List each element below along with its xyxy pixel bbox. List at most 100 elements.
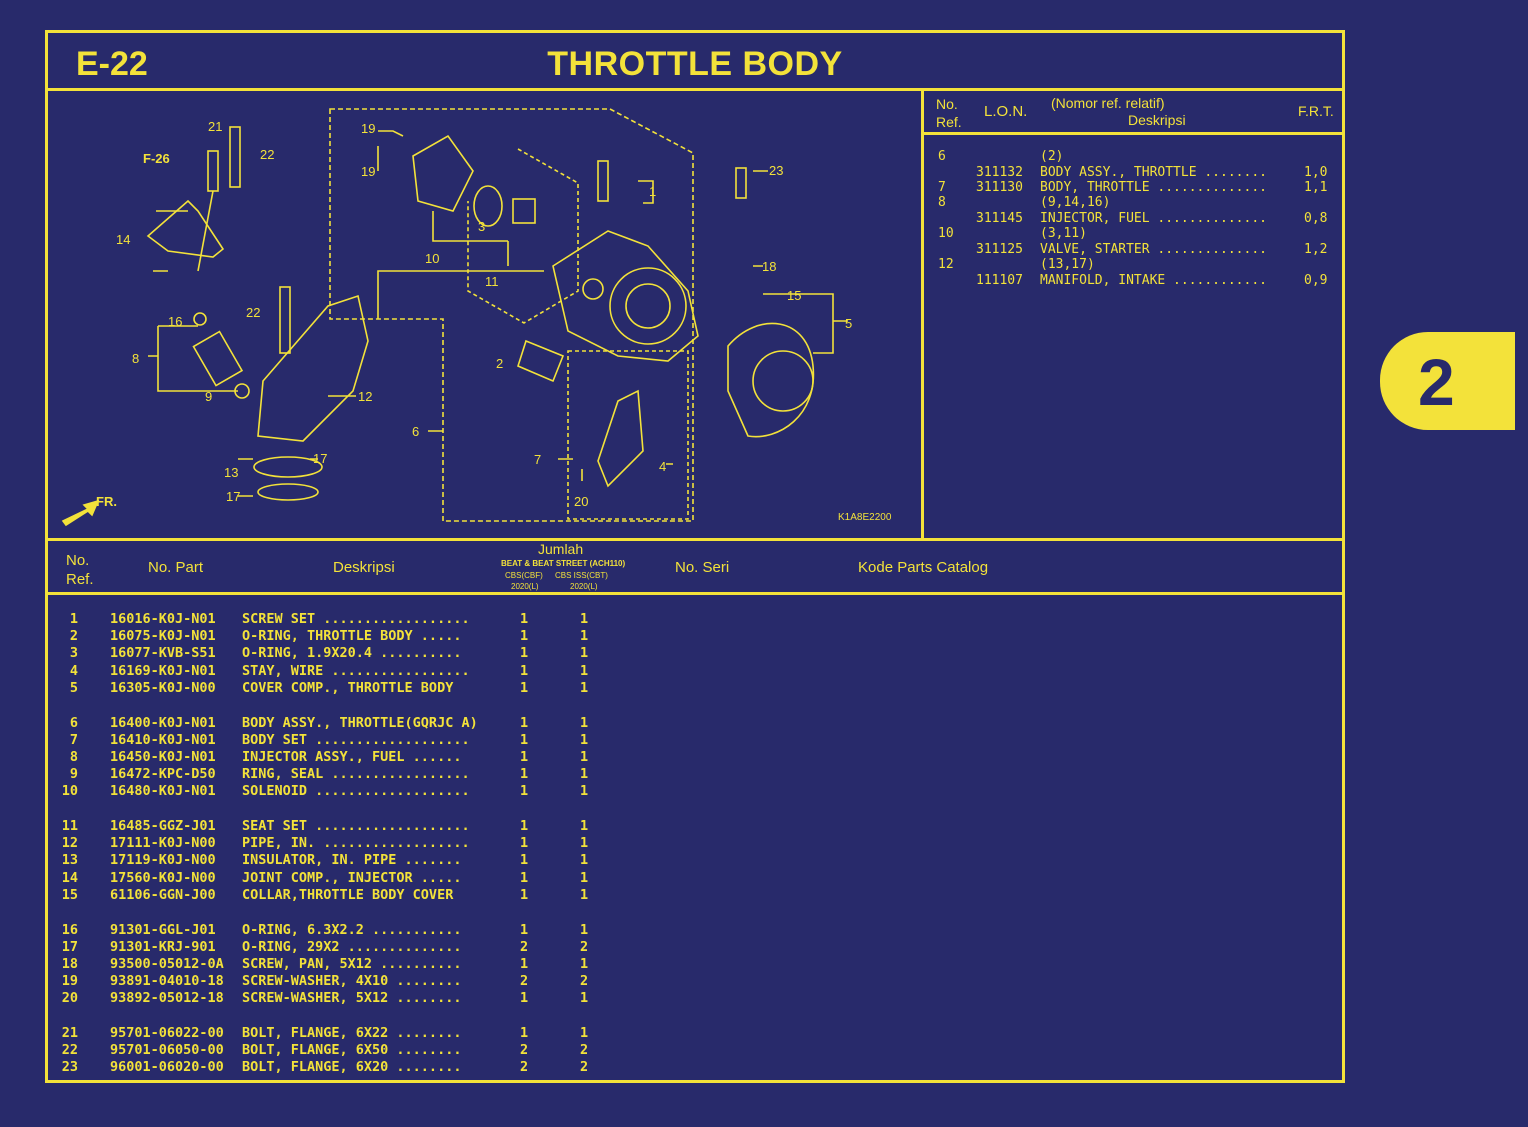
- part-q2: 1: [580, 1025, 589, 1041]
- part-q1: 1: [520, 818, 529, 834]
- diagram-callout: 5: [845, 316, 852, 331]
- part-desc: STAY, WIRE .................: [242, 662, 470, 679]
- part-q2: 1: [580, 611, 589, 627]
- part-q2: 1: [580, 731, 589, 748]
- part-q1: 1: [520, 990, 529, 1007]
- catalog-page-frame: E-22 THROTTLE BODY: [45, 30, 1345, 1083]
- part-desc: INSULATOR, IN. PIPE .......: [242, 852, 462, 869]
- part-q2: 1: [580, 886, 589, 903]
- lon-desc: (2): [1040, 149, 1064, 164]
- page-title: THROTTLE BODY: [547, 45, 843, 83]
- parts-header-col2: CBS ISS(CBT): [555, 571, 608, 580]
- diagram-callout: 17: [313, 451, 327, 466]
- part-part: 93891-04010-18: [110, 973, 224, 990]
- part-part: 17560-K0J-N00: [110, 869, 216, 886]
- part-q2: 2: [580, 1042, 589, 1059]
- part-q1: 1: [520, 628, 529, 645]
- part-q2: 2: [580, 973, 589, 990]
- part-q1: 1: [520, 748, 529, 765]
- part-desc: SEAT SET ...................: [242, 818, 470, 834]
- diagram-callout: 16: [168, 314, 182, 329]
- part-ref: 3: [69, 645, 78, 662]
- part-q1: 1: [520, 645, 529, 662]
- assembly-outline: [329, 108, 694, 522]
- diagram-callout: 23: [769, 163, 783, 178]
- part-desc: RING, SEAL .................: [242, 766, 470, 783]
- part-q1: 1: [520, 869, 529, 886]
- parts-header-catalog: Kode Parts Catalog: [858, 559, 989, 576]
- diagram-callout: 22: [246, 305, 260, 320]
- diagram-callout: 11: [485, 274, 499, 289]
- lon-frt: 0,9: [1304, 273, 1328, 288]
- part-ref: 13: [61, 852, 78, 869]
- diagram-callout: 20: [574, 494, 588, 509]
- part-q1: 2: [520, 1059, 529, 1076]
- part-part: 61106-GGN-J00: [110, 886, 216, 903]
- parts-header-year1: 2020(L): [511, 582, 539, 591]
- part-ref: 6: [69, 714, 78, 731]
- diagram-callout: 7: [534, 452, 541, 467]
- part-part: 16485-GGZ-J01: [110, 818, 216, 834]
- lon-frt: 1,1: [1304, 180, 1328, 195]
- lon-desc: (13,17): [1040, 257, 1095, 272]
- diagram-callout: 14: [116, 232, 130, 247]
- lon-lon: 311145: [976, 211, 1023, 226]
- lon-desc: BODY, THROTTLE ..............: [1040, 180, 1267, 195]
- part-ref: 8: [69, 748, 78, 765]
- diagram-svg: 2122F-261416892212131717FR.1919103111231…: [61, 108, 852, 527]
- part-ref: 15: [61, 886, 78, 903]
- diagram-callout: F-26: [143, 151, 170, 166]
- part-ref: 20: [61, 990, 78, 1007]
- table-row: 6 16400-K0J-N01 BODY ASSY., THROTTLE(GQRJC…: [48, 715, 648, 732]
- lon-header-frt: F.R.T.: [1298, 103, 1334, 119]
- part-q1: 1: [520, 766, 529, 783]
- part-q1: 1: [520, 835, 529, 852]
- part-part: 17111-K0J-N00: [110, 835, 216, 852]
- part-part: 93500-05012-0A: [110, 955, 224, 972]
- part-desc: SCREW-WASHER, 5X12 ........: [242, 990, 462, 1007]
- lon-ref: 12: [938, 257, 954, 272]
- part-ref: 21: [61, 1025, 78, 1041]
- part-q1: 1: [520, 1025, 529, 1041]
- part-ref: 7: [69, 731, 78, 748]
- part-q2: 1: [580, 990, 589, 1007]
- part-ref: 17: [61, 938, 78, 955]
- part-ref: 16: [61, 921, 78, 938]
- part-ref: 11: [61, 818, 78, 834]
- part-part: 16016-K0J-N01: [110, 611, 216, 627]
- part-desc: BODY ASSY., THROTTLE(GQRJC A): [242, 714, 478, 731]
- lon-desc: MANIFOLD, INTAKE ............: [1040, 273, 1267, 288]
- part-part: 16450-K0J-N01: [110, 748, 216, 765]
- part-part: 95701-06050-00: [110, 1042, 224, 1059]
- part-q1: 1: [520, 731, 529, 748]
- throttle-body-shape: [552, 230, 699, 362]
- part-desc: O-RING, 6.3X2.2 ...........: [242, 921, 462, 938]
- table-row: 12 17111-K0J-N00 PIPE, IN. ...............…: [48, 835, 648, 852]
- part-q2: 1: [580, 921, 589, 938]
- diagram-callout: 4: [659, 459, 666, 474]
- part-q2: 1: [580, 852, 589, 869]
- part-desc: PIPE, IN. ..................: [242, 835, 470, 852]
- cover-shape: [727, 322, 815, 438]
- lon-table: No. Ref. L.O.N. (Nomor ref. relatif) Des…: [924, 91, 1342, 541]
- part-q2: 1: [580, 748, 589, 765]
- part-part: 16400-K0J-N01: [110, 714, 216, 731]
- part-part: 16305-K0J-N00: [110, 679, 216, 696]
- diagram-callout: 22: [260, 147, 274, 162]
- part-part: 16472-KPC-D50: [110, 766, 216, 783]
- part-part: 16169-K0J-N01: [110, 662, 216, 679]
- lon-header-ref: No. Ref.: [936, 96, 962, 130]
- section-tab[interactable]: 2: [1380, 332, 1515, 430]
- part-part: 96001-06020-00: [110, 1059, 224, 1076]
- part-q2: 1: [580, 714, 589, 731]
- part-q2: 1: [580, 869, 589, 886]
- part-ref: 12: [61, 835, 78, 852]
- lon-frt: 1,0: [1304, 165, 1328, 180]
- lon-desc: VALVE, STARTER ..............: [1040, 242, 1267, 257]
- part-q1: 2: [520, 973, 529, 990]
